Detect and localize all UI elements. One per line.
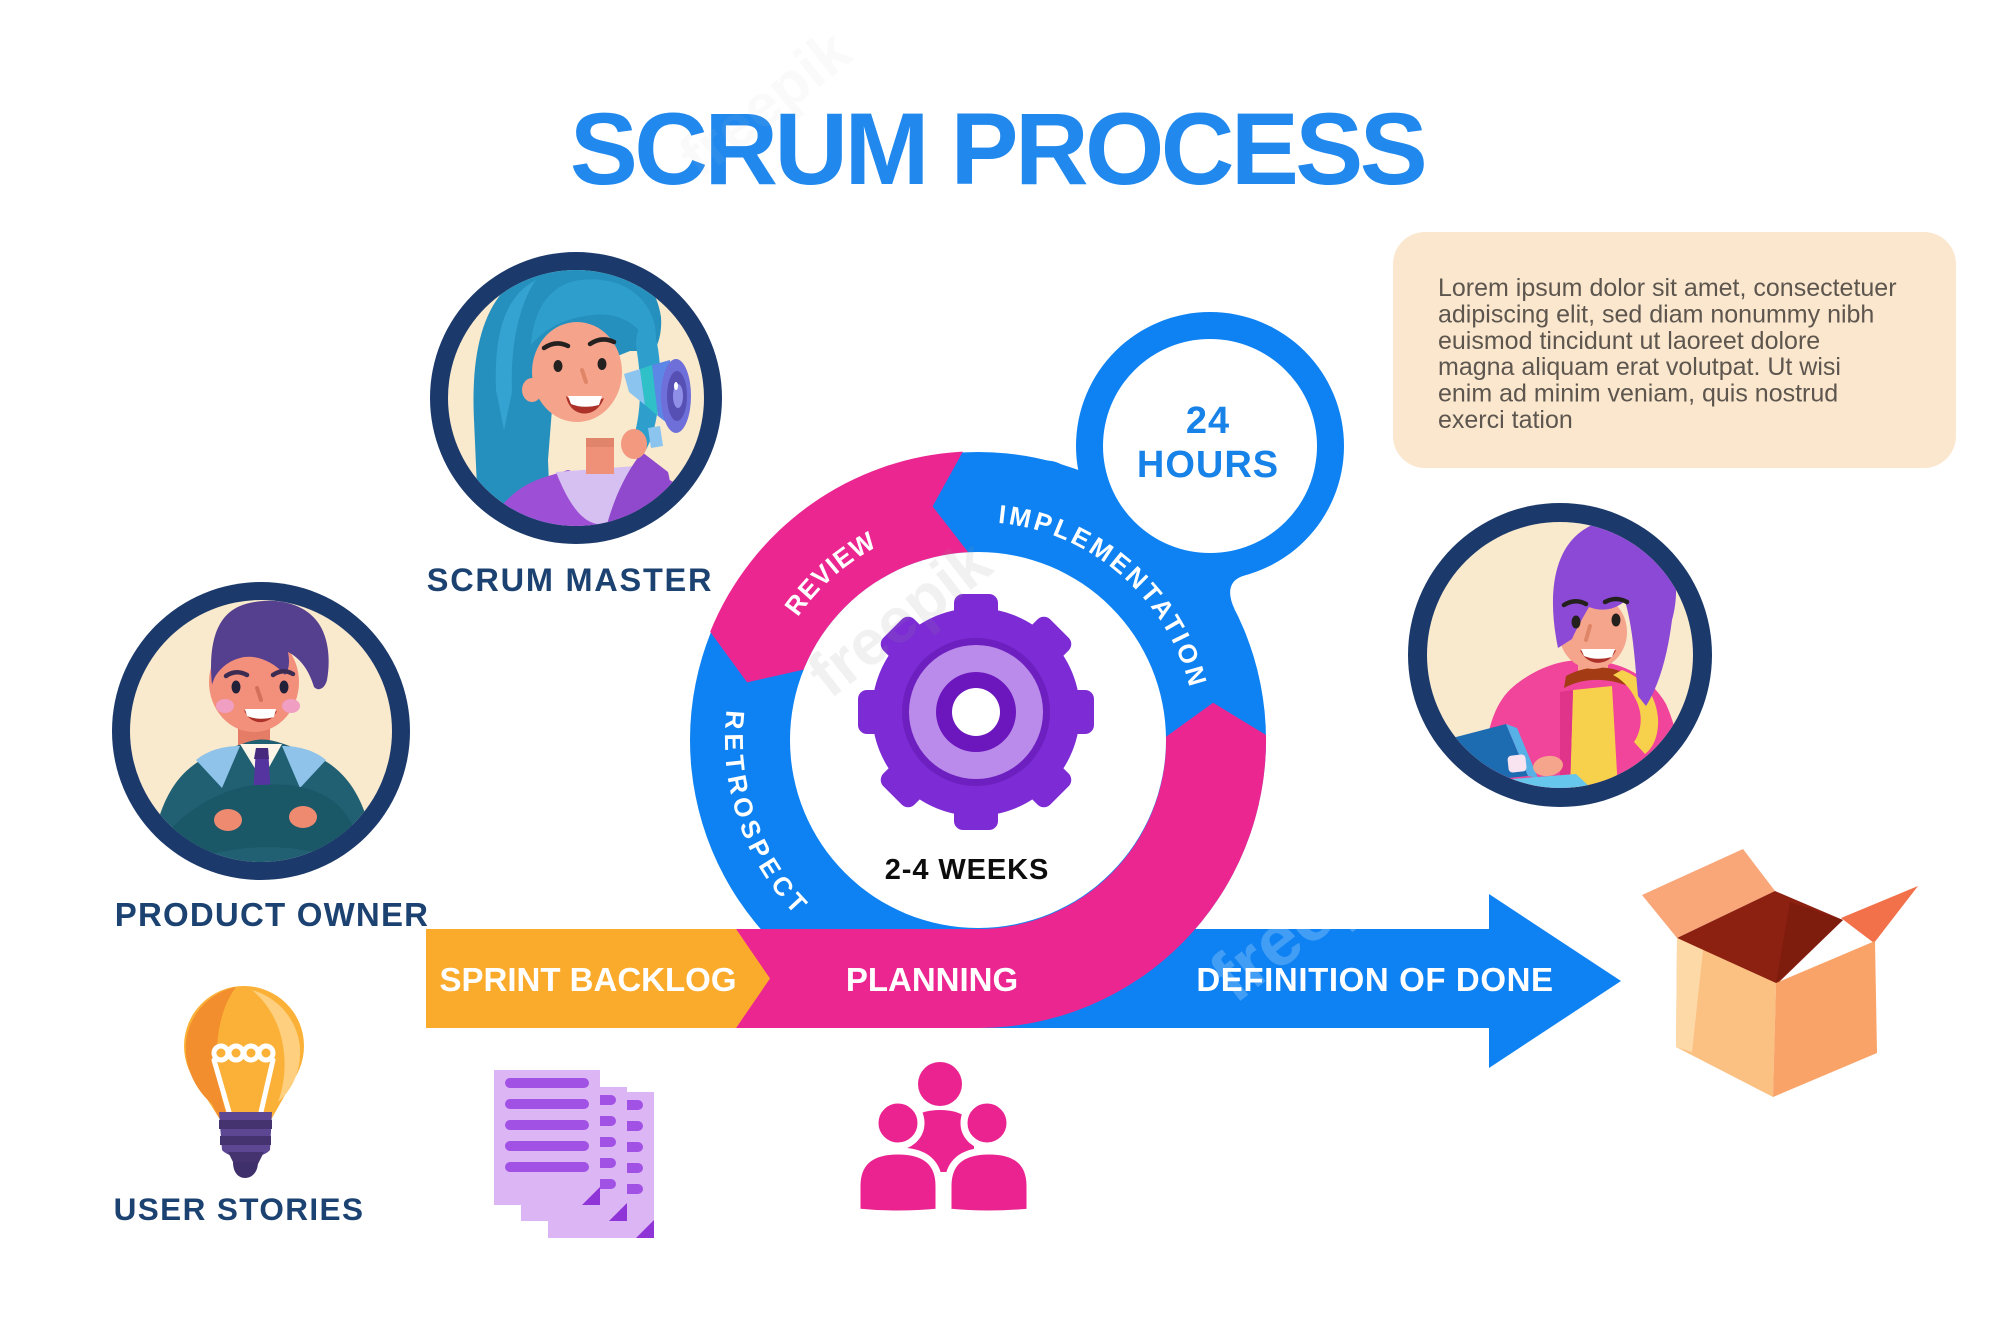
svg-text:24: 24 bbox=[1186, 400, 1230, 442]
svg-text:enim ad minim veniam, quis nos: enim ad minim veniam, quis nostrud bbox=[1438, 380, 1838, 408]
svg-text:USER STORIES: USER STORIES bbox=[114, 1191, 365, 1227]
svg-text:Lorem ipsum dolor sit amet, co: Lorem ipsum dolor sit amet, consectetuer bbox=[1438, 274, 1897, 302]
svg-text:SCRUM PROCESS: SCRUM PROCESS bbox=[570, 92, 1425, 206]
svg-text:PLANNING: PLANNING bbox=[846, 961, 1018, 998]
svg-text:DEFINITION OF DONE: DEFINITION OF DONE bbox=[1196, 961, 1553, 998]
svg-text:SCRUM MASTER: SCRUM MASTER bbox=[427, 562, 713, 598]
svg-text:HOURS: HOURS bbox=[1137, 444, 1279, 486]
svg-text:PRODUCT OWNER: PRODUCT OWNER bbox=[115, 896, 429, 933]
svg-text:euismod tincidunt ut laoreet d: euismod tincidunt ut laoreet dolore bbox=[1438, 327, 1820, 355]
svg-text:2-4 WEEKS: 2-4 WEEKS bbox=[885, 854, 1049, 886]
svg-text:SPRINT BACKLOG: SPRINT BACKLOG bbox=[440, 961, 737, 998]
svg-text:adipiscing elit, sed diam nonu: adipiscing elit, sed diam nonummy nibh bbox=[1438, 300, 1874, 328]
svg-text:exerci tation: exerci tation bbox=[1438, 406, 1573, 434]
svg-text:magna aliquam erat volutpat. U: magna aliquam erat volutpat. Ut wisi bbox=[1438, 353, 1841, 381]
